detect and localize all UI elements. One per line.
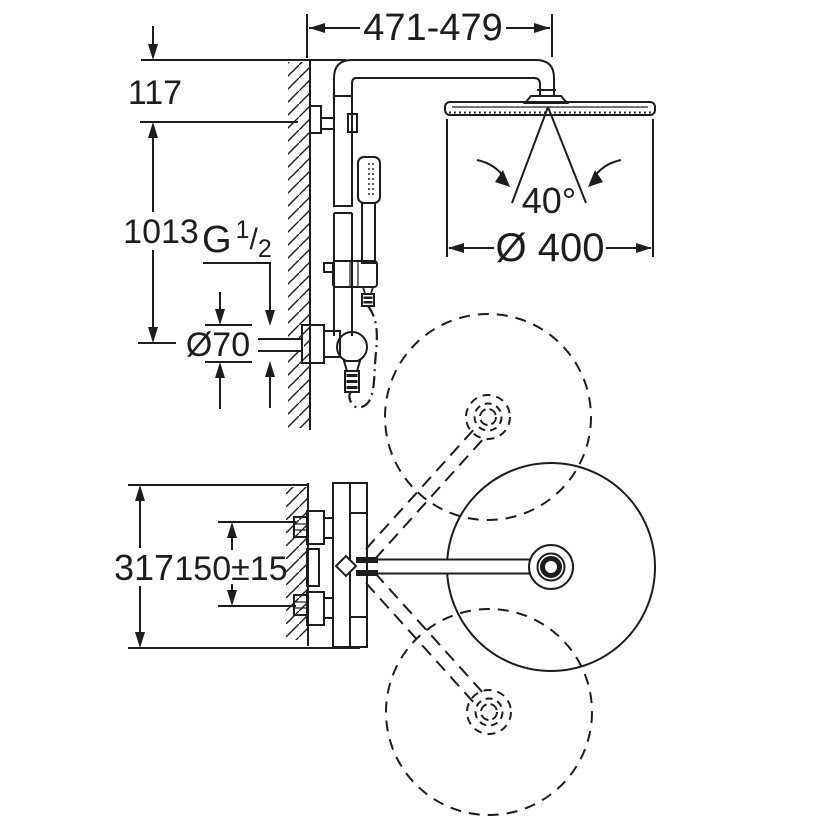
- slider-holder: [323, 260, 378, 288]
- head-hub: [528, 544, 574, 590]
- dim-inlet-spacing: [218, 521, 296, 607]
- swivel-arm-top-view: [334, 554, 531, 578]
- diverter-valve: [301, 324, 368, 393]
- dim-label-overall-depth: 317: [114, 547, 174, 588]
- dim-label-bracket-offset: 117: [128, 74, 182, 112]
- thread-slash: /: [249, 223, 258, 256]
- dim-arm-reach: [306, 14, 553, 58]
- shower-arm: [333, 59, 555, 97]
- thread-denominator: 2: [258, 235, 272, 263]
- wall-top-view: [286, 483, 309, 646]
- thread-leader: [203, 262, 275, 408]
- dim-label-head-diameter: Ø 400: [496, 226, 605, 270]
- spray-angle-lines: [476, 106, 622, 204]
- dim-wall-union: [205, 292, 252, 409]
- dim-label-wall-union: Ø70: [186, 326, 250, 364]
- dim-head-diameter: [446, 119, 654, 257]
- hand-shower: [357, 156, 381, 307]
- head-position-lower-dashed: [385, 608, 593, 816]
- thread-numerator: 1: [236, 216, 250, 244]
- riser-pipe: [331, 76, 355, 336]
- dim-label-riser-height: 1013: [123, 213, 199, 251]
- dim-label-arm-reach: 471-479: [363, 7, 502, 49]
- dim-riser-height: [138, 138, 176, 344]
- bracket-cap: [347, 113, 358, 133]
- thread-prefix: G: [202, 219, 232, 261]
- head-position-upper-dashed: [384, 313, 592, 521]
- wall-side-view: [288, 60, 311, 430]
- dim-label-spray-angle: 40°: [522, 180, 576, 221]
- dim-label-inlet-spacing: 150±15: [174, 550, 287, 588]
- dim-bracket-offset: [140, 26, 346, 138]
- swivel-arm-dashed-positions: [365, 426, 486, 706]
- dim-overall-depth: [128, 484, 360, 649]
- shower-hose: [348, 305, 378, 409]
- wall-supply-stub: [258, 338, 304, 352]
